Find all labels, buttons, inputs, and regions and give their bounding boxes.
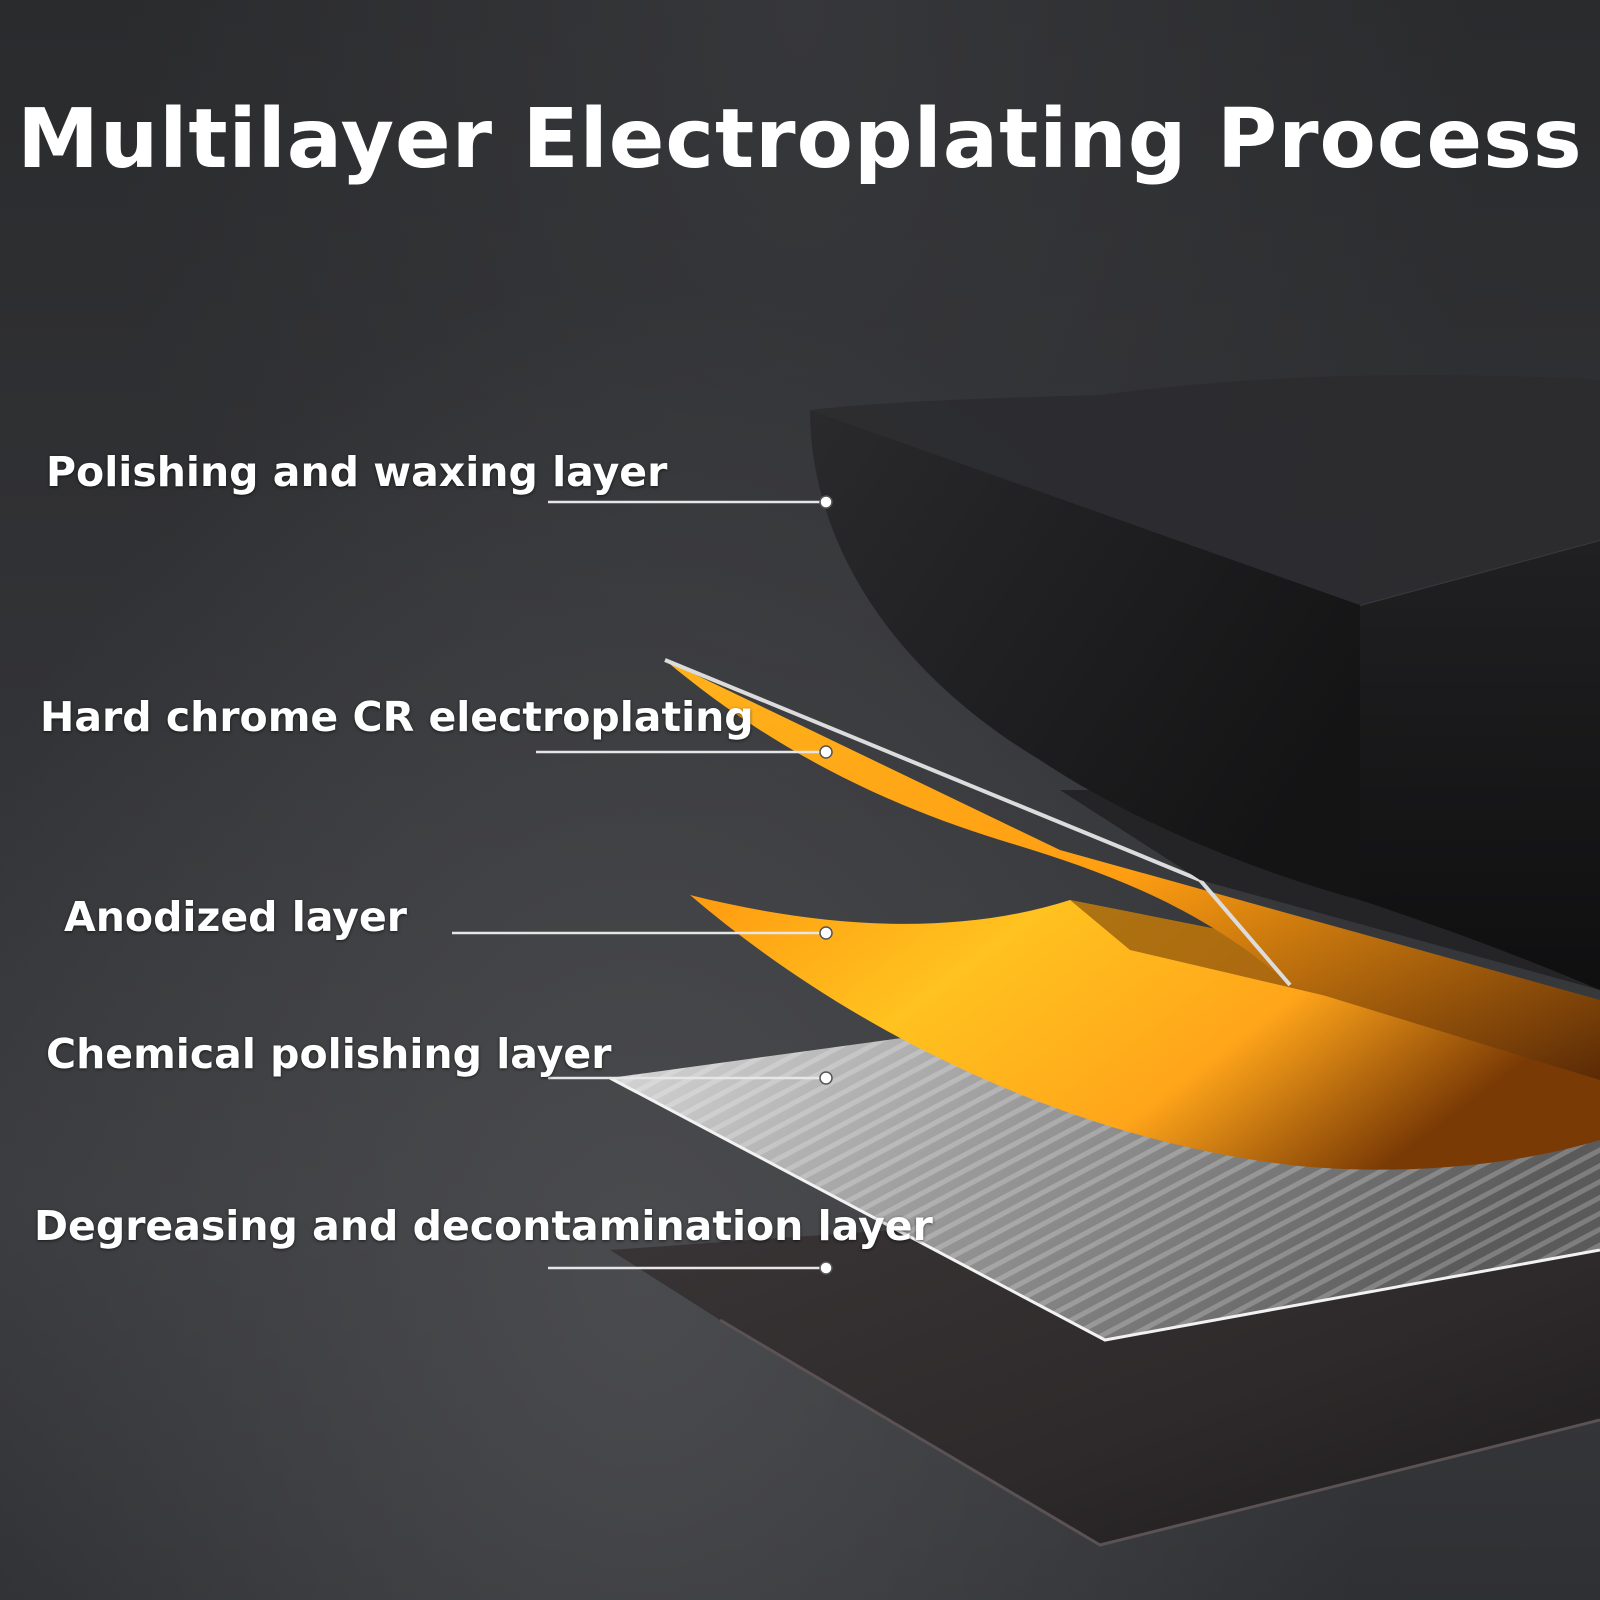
polishing-waxing-layer-sheet (810, 375, 1600, 990)
page-title: Multilayer Electroplating Process (17, 92, 1583, 187)
label-polishing-waxing-layer: Polishing and waxing layer (46, 448, 668, 496)
leader-dots (819, 495, 833, 1275)
label-degreasing-layer: Degreasing and decontamination layer (34, 1202, 933, 1250)
label-anodized-layer: Anodized layer (64, 893, 407, 941)
label-chemical-polishing-layer: Chemical polishing layer (46, 1030, 612, 1078)
leader-lines (452, 500, 824, 1270)
label-hard-chrome-layer: Hard chrome CR electroplating (40, 693, 754, 741)
